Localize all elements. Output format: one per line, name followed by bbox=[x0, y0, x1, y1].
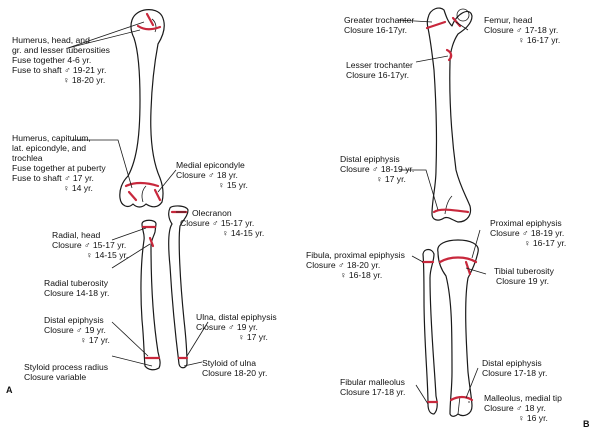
medial-epicondyle-label: Medial epicondyle Closure ♂ 18 yr. ♀ 15 … bbox=[176, 160, 248, 190]
humerus-head-label: Humerus, head, and gr. and lesser tubero… bbox=[12, 35, 112, 85]
humerus-bone bbox=[119, 9, 165, 208]
radial-head-label: Radial, head Closure ♂ 15-17 yr. ♀ 14-15… bbox=[52, 230, 129, 260]
femur-head-label: Femur, head Closure ♂ 17-18 yr. ♀ 16-17 … bbox=[484, 15, 561, 45]
panel-a-letter: A bbox=[6, 385, 13, 395]
ulna-bone bbox=[168, 205, 189, 369]
humerus-head-growth-plate bbox=[136, 24, 162, 31]
radius-distal-label: Distal epiphysis Closure ♂ 19 yr. ♀ 17 y… bbox=[44, 315, 110, 345]
capitulum-plate bbox=[127, 190, 138, 202]
tibia-distal-plate bbox=[449, 395, 474, 402]
tibia-distal-label: Distal epiphysis Closure 17-18 yr. bbox=[482, 358, 547, 378]
tibial-tuberosity-label: Tibial tuberosity Closure 19 yr. bbox=[494, 266, 556, 286]
ulna-distal-label: Ulna, distal epiphysis Closure ♂ 19 yr. … bbox=[196, 312, 279, 342]
styloid-radius-label: Styloid process radius Closure variable bbox=[24, 362, 110, 382]
fibula-proximal-label: Fibula, proximal epiphysis Closure ♂ 18-… bbox=[306, 250, 407, 280]
femur-bone bbox=[426, 7, 473, 223]
femur-distal-plate bbox=[432, 208, 470, 214]
radial-tuberosity-plate bbox=[148, 236, 155, 248]
medial-epicondyle-plate bbox=[153, 188, 162, 202]
styloid-ulna-label: Styloid of ulna Closure 18-20 yr. bbox=[202, 358, 267, 378]
humerus-tuberosity-plate bbox=[145, 12, 155, 27]
humerus-distal-growth-plate bbox=[124, 181, 160, 188]
fibula-bone bbox=[422, 248, 438, 415]
greater-trochanter-label: Greater trochanter Closure 16-17yr. bbox=[344, 15, 417, 35]
lesser-trochanter-label: Lesser trochanter Closure 16-17yr. bbox=[346, 60, 415, 80]
panel-b-leader-lines bbox=[397, 19, 487, 405]
radial-tuberosity-label: Radial tuberosity Closure 14-18 yr. bbox=[44, 278, 110, 298]
fibular-malleolus-label: Fibular malleolus Closure 17-18 yr. bbox=[340, 377, 407, 397]
tibia-bone bbox=[437, 239, 479, 417]
panel-b-lower-limb: Greater trochanter Closure 16-17yr. Femu… bbox=[306, 7, 590, 429]
femur-distal-label: Distal epiphysis Closure ♂ 18-19 yr. ♀ 1… bbox=[340, 154, 417, 184]
tibial-tuberosity-plate bbox=[464, 260, 472, 276]
lesser-trochanter-plate bbox=[445, 48, 453, 62]
malleolus-medial-label: Malleolus, medial tip Closure ♂ 18 yr. ♀… bbox=[484, 393, 564, 423]
tibia-proximal-label: Proximal epiphysis Closure ♂ 18-19 yr. ♀… bbox=[490, 218, 567, 248]
greater-trochanter-plate bbox=[425, 20, 447, 30]
capitulum-label: Humerus, capitulum, lat. epicondyle, and… bbox=[12, 133, 108, 193]
panel-a-leader-lines bbox=[67, 21, 209, 367]
radius-bone bbox=[140, 219, 161, 371]
tibia-proximal-plate bbox=[438, 256, 478, 264]
panel-a-upper-limb: Humerus, head, and gr. and lesser tubero… bbox=[6, 9, 279, 395]
olecranon-label: Olecranon Closure ♂ 15-17 yr. ♀ 14-15 yr… bbox=[180, 208, 264, 238]
panel-b-letter: B bbox=[583, 419, 590, 429]
